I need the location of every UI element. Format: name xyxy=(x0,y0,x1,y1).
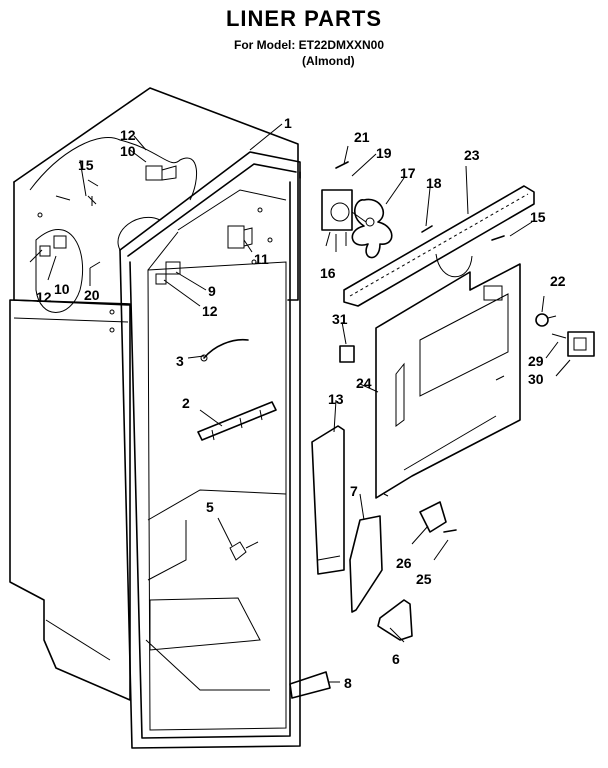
callout-19: 19 xyxy=(376,145,392,161)
fan-screw-icon xyxy=(335,161,505,241)
color-variant: (Almond) xyxy=(302,54,355,68)
liner-cabinet xyxy=(9,87,301,749)
model-number: For Model: ET22DMXXN00 xyxy=(234,38,385,52)
callout-10-left: 10 xyxy=(54,281,70,297)
callout-31: 31 xyxy=(332,311,348,327)
mounting-clip-icon xyxy=(339,345,355,363)
callout-21: 21 xyxy=(354,129,370,145)
damper-control-icon xyxy=(227,225,253,249)
callout-15-right: 15 xyxy=(530,209,546,225)
callout-22: 22 xyxy=(550,273,566,289)
callout-20: 20 xyxy=(84,287,100,303)
control-switch-icon xyxy=(551,331,595,357)
light-switch-icon xyxy=(145,165,177,181)
callout-17: 17 xyxy=(400,165,416,181)
callout-1: 1 xyxy=(284,115,292,131)
air-duct-panel xyxy=(311,425,345,575)
baffle-plate xyxy=(349,515,383,613)
callout-13: 13 xyxy=(328,391,344,407)
callout-12-left: 12 xyxy=(36,289,52,305)
callout-18: 18 xyxy=(426,175,442,191)
callout-25: 25 xyxy=(416,571,432,587)
evaporator-cover-rail xyxy=(343,185,535,307)
callout-23: 23 xyxy=(464,147,480,163)
evaporator-fan-assembly xyxy=(321,189,393,259)
callout-26: 26 xyxy=(396,555,412,571)
callout-30: 30 xyxy=(528,371,544,387)
callout-16: 16 xyxy=(320,265,336,281)
callout-3: 3 xyxy=(176,353,184,369)
wire-harness-icon xyxy=(200,338,249,362)
control-knob-icon xyxy=(535,313,557,327)
diagram-title: LINER PARTS xyxy=(225,6,383,31)
callout-24: 24 xyxy=(356,375,372,391)
rear-cover-panel xyxy=(375,263,521,499)
cover-bracket xyxy=(377,599,413,641)
shelf-support-icon xyxy=(155,261,181,285)
callout-7: 7 xyxy=(350,483,358,499)
callout-11: 11 xyxy=(254,251,269,267)
callout-10-top: 10 xyxy=(120,143,136,159)
callout-12-top: 12 xyxy=(120,127,136,143)
screw-icon xyxy=(87,195,101,269)
cover-screw-icon xyxy=(443,529,457,533)
callout-6: 6 xyxy=(392,651,400,667)
callout-8: 8 xyxy=(344,675,352,691)
cover-plate xyxy=(419,501,447,533)
light-socket-icon xyxy=(39,235,67,257)
callout-9: 9 xyxy=(208,283,216,299)
trim-strip xyxy=(289,671,331,699)
leader-lines xyxy=(29,123,571,683)
callout-2: 2 xyxy=(182,395,190,411)
callout-15-left: 15 xyxy=(78,157,94,173)
heater-bracket-icon xyxy=(197,401,277,441)
lamp-icon xyxy=(229,541,259,561)
callout-12-mid: 12 xyxy=(202,303,218,319)
callout-29: 29 xyxy=(528,353,544,369)
callout-5: 5 xyxy=(206,499,214,515)
